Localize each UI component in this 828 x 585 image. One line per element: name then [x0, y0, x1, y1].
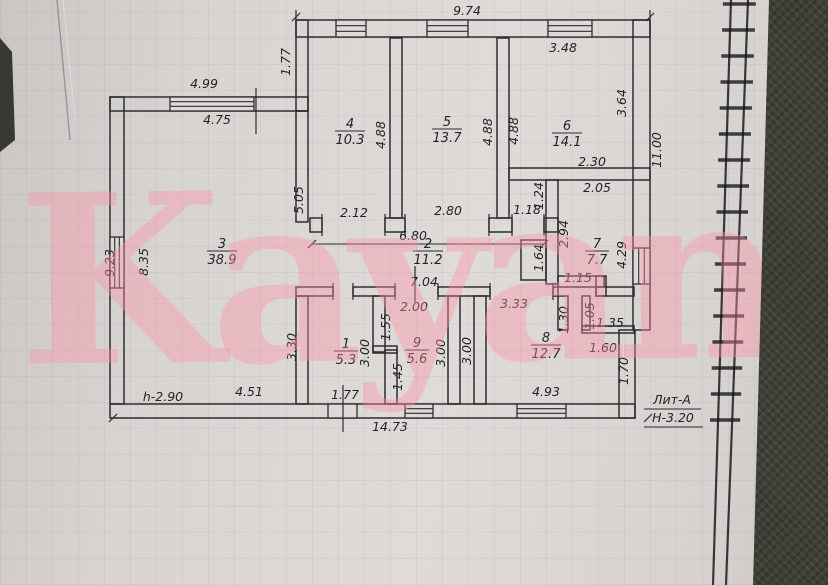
dimension-ticks — [108, 10, 655, 432]
dim-label: 3.00 — [433, 339, 448, 367]
dim-label: 1.70 — [616, 357, 631, 385]
room-label: 338.9 — [207, 237, 237, 268]
dim-label: 3.33 — [500, 296, 528, 311]
dim-label: 1.64 — [531, 244, 546, 272]
dimension-labels: 9.74 3.48 1.77 4.99 4.75 4.88 4.88 4.88 3.64 2.30… — [102, 3, 664, 434]
room-number: 4 — [346, 117, 354, 132]
dim-label: 1.15 — [564, 270, 592, 285]
room-labels: 15.3211.2338.9410.3513.7614.177.7812.795… — [207, 115, 609, 368]
room-number: 8 — [542, 331, 550, 346]
room-label: 211.2 — [413, 237, 443, 268]
dim-label: 2.00 — [400, 299, 428, 314]
dim-label: 2.94 — [556, 220, 571, 248]
dim-label: 3.00 — [459, 337, 474, 365]
room-number: 1 — [342, 337, 350, 352]
title-block: Лит-А Н-3.20 — [644, 392, 703, 428]
dim-label: 7.04 — [410, 274, 438, 289]
liter-label: Лит-А — [652, 392, 691, 407]
dim-label: 3.64 — [614, 89, 629, 117]
dim-label: 2.30 — [578, 154, 606, 169]
room-area: 10.3 — [336, 133, 365, 148]
room-label: 812.7 — [531, 331, 561, 362]
height-mark-label: Н-3.20 — [652, 410, 694, 425]
window-icon — [335, 19, 367, 38]
room-number: 3 — [218, 237, 226, 252]
dim-label: 1.30 — [556, 306, 571, 334]
dim-label: 3.30 — [284, 333, 299, 361]
room-area: 38.9 — [208, 253, 237, 268]
room-number: 5 — [443, 115, 451, 130]
window-icon — [169, 96, 255, 112]
room-area: 14.1 — [553, 135, 582, 150]
dim-label: 1.60 — [589, 340, 617, 355]
binding-stitches — [710, 2, 756, 422]
dim-label: 9.23 — [102, 249, 117, 277]
dim-label: 9.74 — [453, 3, 481, 18]
notebook-binding — [710, 0, 756, 585]
dim-label: 1.05 — [582, 302, 597, 330]
dim-label: 14.73 — [372, 419, 408, 434]
room-area: 11.2 — [414, 253, 443, 268]
room-label: 95.6 — [405, 336, 429, 367]
room-number: 2 — [424, 237, 432, 252]
room-area: 13.7 — [433, 131, 463, 146]
room-label: 15.3 — [334, 337, 358, 368]
dim-label: 4.88 — [480, 118, 495, 146]
dim-label: 2.05 — [583, 180, 611, 195]
dim-label: 4.88 — [506, 117, 521, 145]
room-area: 5.6 — [407, 352, 428, 367]
dim-label: 8.35 — [136, 248, 151, 276]
window-icon — [404, 403, 434, 419]
dim-label: 4.93 — [532, 384, 560, 399]
dim-label: 1.55 — [378, 313, 393, 341]
window-icon — [426, 19, 469, 38]
dim-label: 1.35 — [596, 315, 624, 330]
dim-label: 5.05 — [291, 186, 306, 214]
paper-crease — [56, 0, 76, 141]
dim-label: 1.24 — [531, 182, 546, 210]
room-number: 7 — [593, 237, 602, 252]
dim-label: 6.80 — [399, 228, 427, 243]
window-icon — [547, 19, 593, 38]
room-number: 9 — [413, 336, 421, 351]
dim-label: 4.75 — [203, 112, 231, 127]
dim-label: 4.88 — [373, 121, 388, 149]
dim-label: 3.00 — [357, 339, 372, 367]
dim-label: 1.77 — [331, 387, 359, 402]
dim-label: 4.29 — [614, 241, 629, 269]
room-label: 614.1 — [552, 119, 582, 150]
dim-label: 1.77 — [278, 48, 293, 76]
background-surface — [0, 38, 15, 152]
dim-label: 1.45 — [390, 363, 405, 391]
window-icon — [516, 403, 567, 419]
room-area: 12.7 — [532, 347, 562, 362]
dim-label: 1.18 — [513, 202, 541, 217]
dim-label: 4.99 — [190, 76, 218, 91]
room-label: 77.7 — [585, 237, 609, 268]
room-label: 513.7 — [432, 115, 462, 146]
room-label: 410.3 — [335, 117, 365, 148]
room-area: 7.7 — [587, 253, 608, 268]
dim-label: h-2.90 — [143, 389, 183, 404]
dim-label: 2.12 — [340, 205, 368, 220]
dim-label: 3.48 — [549, 40, 577, 55]
window-icon — [632, 247, 651, 285]
dim-label: 11.00 — [649, 132, 664, 168]
room-area: 5.3 — [336, 353, 357, 368]
dim-label: 4.51 — [235, 384, 263, 399]
room-number: 6 — [563, 119, 571, 134]
dim-label: 2.80 — [434, 203, 462, 218]
window-icon — [109, 236, 125, 289]
